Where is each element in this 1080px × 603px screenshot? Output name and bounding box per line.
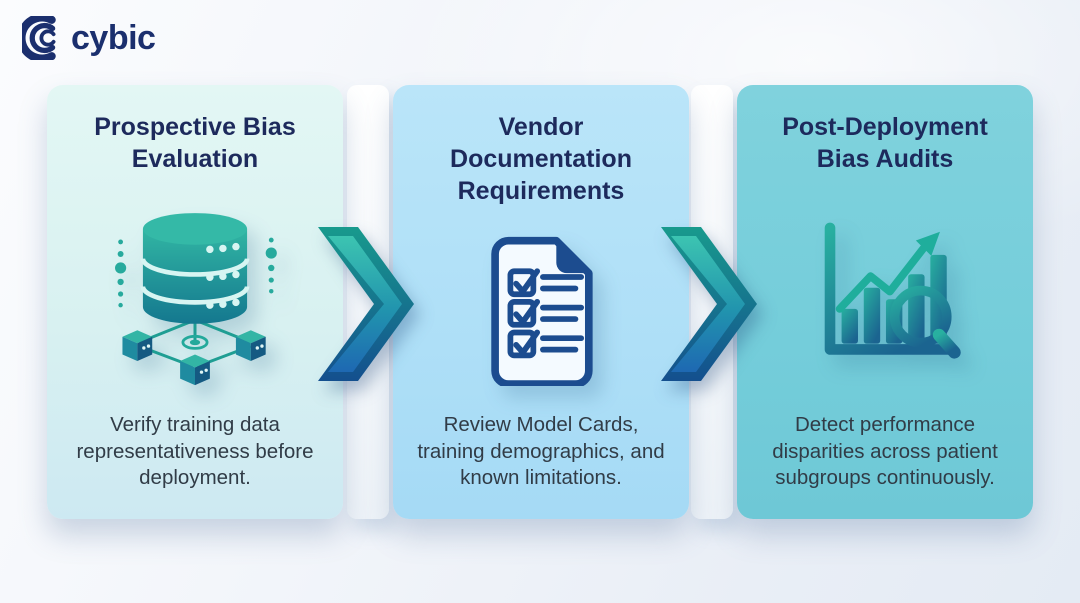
- checklist-document-icon: [491, 236, 593, 387]
- card-post-deployment-bias-audits: Post-Deployment Bias Audits Detect perfo…: [737, 85, 1033, 519]
- server-cube-bottom: [180, 354, 210, 385]
- card-title: Vendor Documentation Requirements: [450, 113, 632, 205]
- cybic-crescent-logo-icon: [22, 16, 56, 60]
- database-network-icon: [115, 212, 277, 385]
- card-icon-area: [47, 175, 343, 412]
- card-prospective-bias-evaluation: Prospective Bias Evaluation: [47, 85, 343, 519]
- card-icon-area: [393, 207, 689, 412]
- card-icon-area: [737, 175, 1033, 412]
- card-title: Post-Deployment Bias Audits: [782, 113, 988, 173]
- card-description: Verify training data representativeness …: [76, 413, 314, 489]
- card-vendor-documentation-requirements: Vendor Documentation Requirements: [393, 85, 689, 519]
- logo-text: cybic: [71, 19, 156, 57]
- bar-chart-magnifier-icon: [824, 222, 961, 359]
- logo: cybic: [22, 16, 156, 60]
- card-description: Detect performance disparities across pa…: [772, 413, 998, 489]
- server-cube-right: [235, 329, 266, 361]
- card-title: Prospective Bias Evaluation: [94, 113, 296, 173]
- card-description: Review Model Cards, training demographic…: [417, 413, 665, 489]
- chevron-right-icon: [318, 227, 414, 381]
- chevron-right-icon: [661, 227, 757, 381]
- server-cube-left: [122, 329, 153, 361]
